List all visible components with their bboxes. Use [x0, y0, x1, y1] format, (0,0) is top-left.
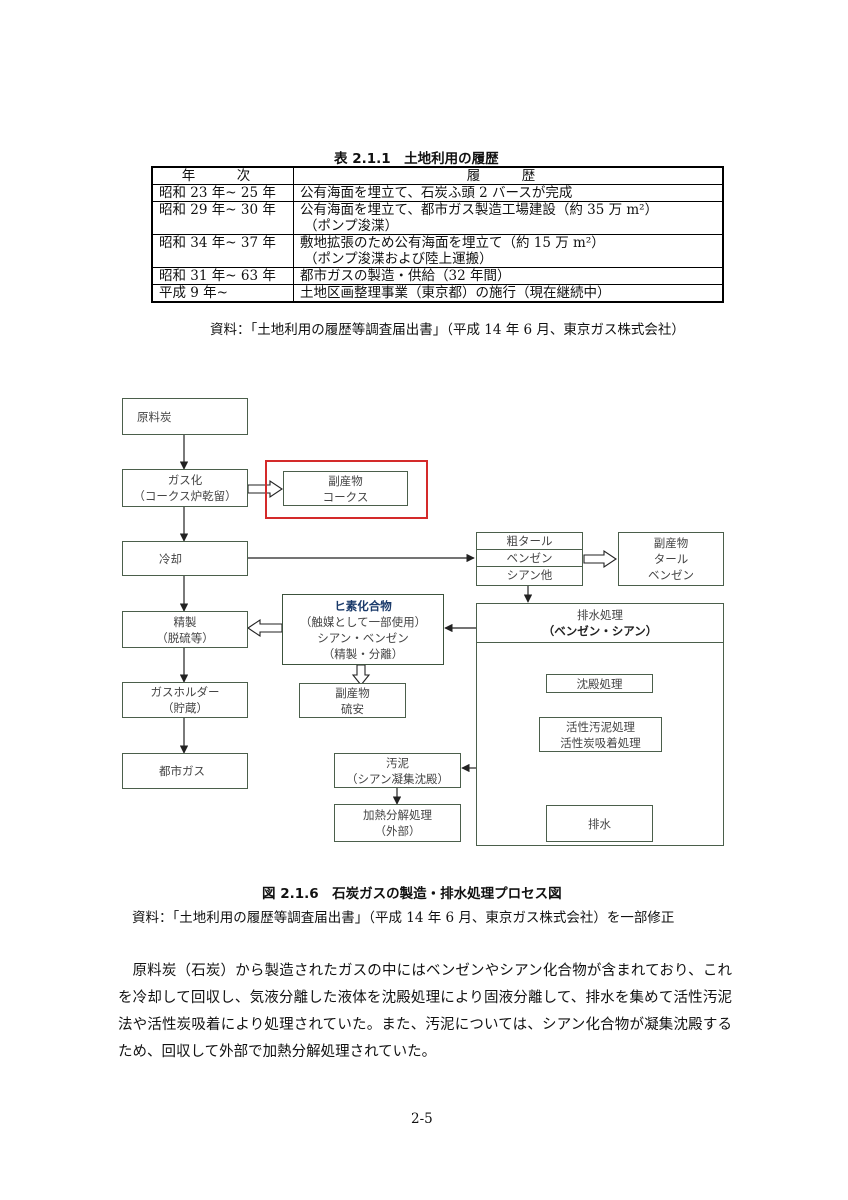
arsenic-compound-note: （精製・分離） — [322, 646, 404, 661]
row-history: 都市ガスの製造・供給（32 年間） — [300, 268, 511, 284]
crude-tar-box: 粗タール ベンゼン シアン他 — [476, 532, 583, 586]
row-year: 平成 9 年~ — [152, 284, 294, 302]
highlight-frame — [265, 460, 428, 519]
header-history: 履 歴 — [293, 167, 723, 185]
byproduct-coke-label: 副産物 — [328, 473, 363, 488]
table-source: 資料：「土地利用の履歴等調査届出書」（平成 14 年 6 月、東京ガス株式会社） — [210, 322, 685, 338]
activated-carbon-label: 活性炭吸着処理 — [560, 735, 641, 750]
city-gas-box: 都市ガス — [122, 753, 248, 789]
wastewater-header: 排水処理 （ベンゼン・シアン） — [477, 604, 723, 643]
figure-caption: 図 2.1.6 石炭ガスの製造・排水処理プロセス図 — [262, 886, 562, 902]
arsenic-compound-label: ヒ素化合物 — [334, 598, 392, 613]
header-year: 年 次 — [152, 167, 294, 185]
history-table: 年 次 履 歴 昭和 23 年~ 25 年 公有海面を埋立て、石炭ふ頭 2 バー… — [151, 166, 724, 303]
sludge-label: 汚泥 — [386, 755, 409, 770]
sludge-note: （シアン凝集沈殿） — [345, 771, 450, 786]
sedimentation-box: 沈殿処理 — [546, 674, 653, 693]
thermal-decomposition-label: 加熱分解処理 — [363, 808, 432, 822]
arsenic-compound-item: シアン・ベンゼン — [317, 630, 409, 645]
refining-note: （脱硫等） — [156, 630, 214, 645]
row-history: 土地区画整理事業（東京都）の施行（現在継続中） — [300, 285, 611, 301]
refining-label: 精製 — [173, 614, 197, 629]
byproduct-tar-box: 副産物 タール ベンゼン — [618, 532, 724, 586]
table-row: 昭和 34 年~ 37 年 敷地拡張のため公有海面を埋立て（約 15 万 m²）… — [152, 234, 723, 268]
byproduct-tar-item: タール — [653, 552, 689, 566]
byproduct-ammonium-item: 硫安 — [341, 701, 364, 716]
arsenic-compound-note: （触媒として一部使用） — [299, 614, 427, 629]
byproduct-coke-item: コークス — [322, 489, 369, 504]
byproduct-coke-box: 副産物 コークス — [283, 471, 408, 506]
discharge-label: 排水 — [588, 816, 611, 831]
row-history-note: （ポンプ浚渫） — [304, 218, 399, 234]
gasholder-label: ガスホルダー — [150, 685, 220, 699]
wastewater-note: （ベンゼン・シアン） — [542, 624, 658, 638]
city-gas-label: 都市ガス — [159, 764, 205, 778]
row-history: 公有海面を埋立て、石炭ふ頭 2 バースが完成 — [300, 185, 573, 201]
arsenic-compound-box: ヒ素化合物 （触媒として一部使用） シアン・ベンゼン （精製・分離） — [282, 594, 444, 665]
activated-sludge-label: 活性汚泥処理 — [566, 719, 635, 734]
row-year: 昭和 29 年~ 30 年 — [152, 201, 294, 235]
gasholder-note: （貯蔵） — [162, 701, 208, 715]
body-paragraph: 原料炭（石炭）から製造されたガスの中にはベンゼンやシアン化合物が含まれており、こ… — [118, 963, 732, 1060]
wastewater-label: 排水処理 — [577, 608, 623, 622]
row-history-note: （ポンプ浚渫および陸上運搬） — [304, 251, 493, 267]
crude-tar-item: シアン他 — [506, 568, 553, 582]
thermal-decomposition-note: （外部） — [374, 824, 421, 838]
activated-sludge-box: 活性汚泥処理 活性炭吸着処理 — [539, 717, 662, 752]
byproduct-ammonium-label: 副産物 — [335, 685, 370, 700]
sludge-box: 汚泥 （シアン凝集沈殿） — [334, 753, 461, 788]
row-year: 昭和 34 年~ 37 年 — [152, 234, 294, 268]
byproduct-tar-label: 副産物 — [653, 536, 689, 550]
table-row: 昭和 31 年~ 63 年 都市ガスの製造・供給（32 年間） — [152, 267, 723, 285]
row-year: 昭和 31 年~ 63 年 — [152, 267, 294, 285]
raw-coal-box: 原料炭 — [122, 398, 248, 435]
crude-tar-item: ベンゼン — [477, 549, 582, 567]
figure-source: 資料：「土地利用の履歴等調査届出書」（平成 14 年 6 月、東京ガス株式会社）… — [132, 910, 675, 926]
table-row: 平成 9 年~ 土地区画整理事業（東京都）の施行（現在継続中） — [152, 284, 723, 302]
crude-tar-label: 粗タール — [506, 534, 553, 548]
gasification-box: ガス化 （コークス炉乾留） — [122, 469, 248, 507]
refining-box: 精製 （脱硫等） — [122, 611, 248, 648]
cooling-box: 冷却 — [122, 541, 248, 576]
raw-coal-label: 原料炭 — [137, 409, 172, 424]
gasification-label: ガス化 — [167, 473, 203, 487]
gasholder-box: ガスホルダー （貯蔵） — [122, 682, 248, 718]
table-row: 昭和 23 年~ 25 年 公有海面を埋立て、石炭ふ頭 2 バースが完成 — [152, 184, 723, 202]
sedimentation-label: 沈殿処理 — [576, 676, 623, 691]
gasification-note: （コークス炉乾留） — [133, 489, 237, 503]
byproduct-ammonium-box: 副産物 硫安 — [299, 683, 406, 718]
page-number: 2-5 — [411, 1111, 433, 1127]
thermal-decomposition-box: 加熱分解処理 （外部） — [334, 804, 461, 842]
row-history: 公有海面を埋立て、都市ガス製造工場建設（約 35 万 m²） — [300, 202, 659, 218]
row-year: 昭和 23 年~ 25 年 — [152, 184, 294, 202]
cooling-label: 冷却 — [159, 551, 182, 566]
table-caption: 表 2.1.1 土地利用の履歴 — [334, 151, 499, 167]
table-row: 昭和 29 年~ 30 年 公有海面を埋立て、都市ガス製造工場建設（約 35 万… — [152, 201, 723, 235]
byproduct-tar-item: ベンゼン — [648, 568, 694, 582]
row-history: 敷地拡張のため公有海面を埋立て（約 15 万 m²） — [300, 235, 605, 251]
discharge-box: 排水 — [546, 805, 653, 842]
